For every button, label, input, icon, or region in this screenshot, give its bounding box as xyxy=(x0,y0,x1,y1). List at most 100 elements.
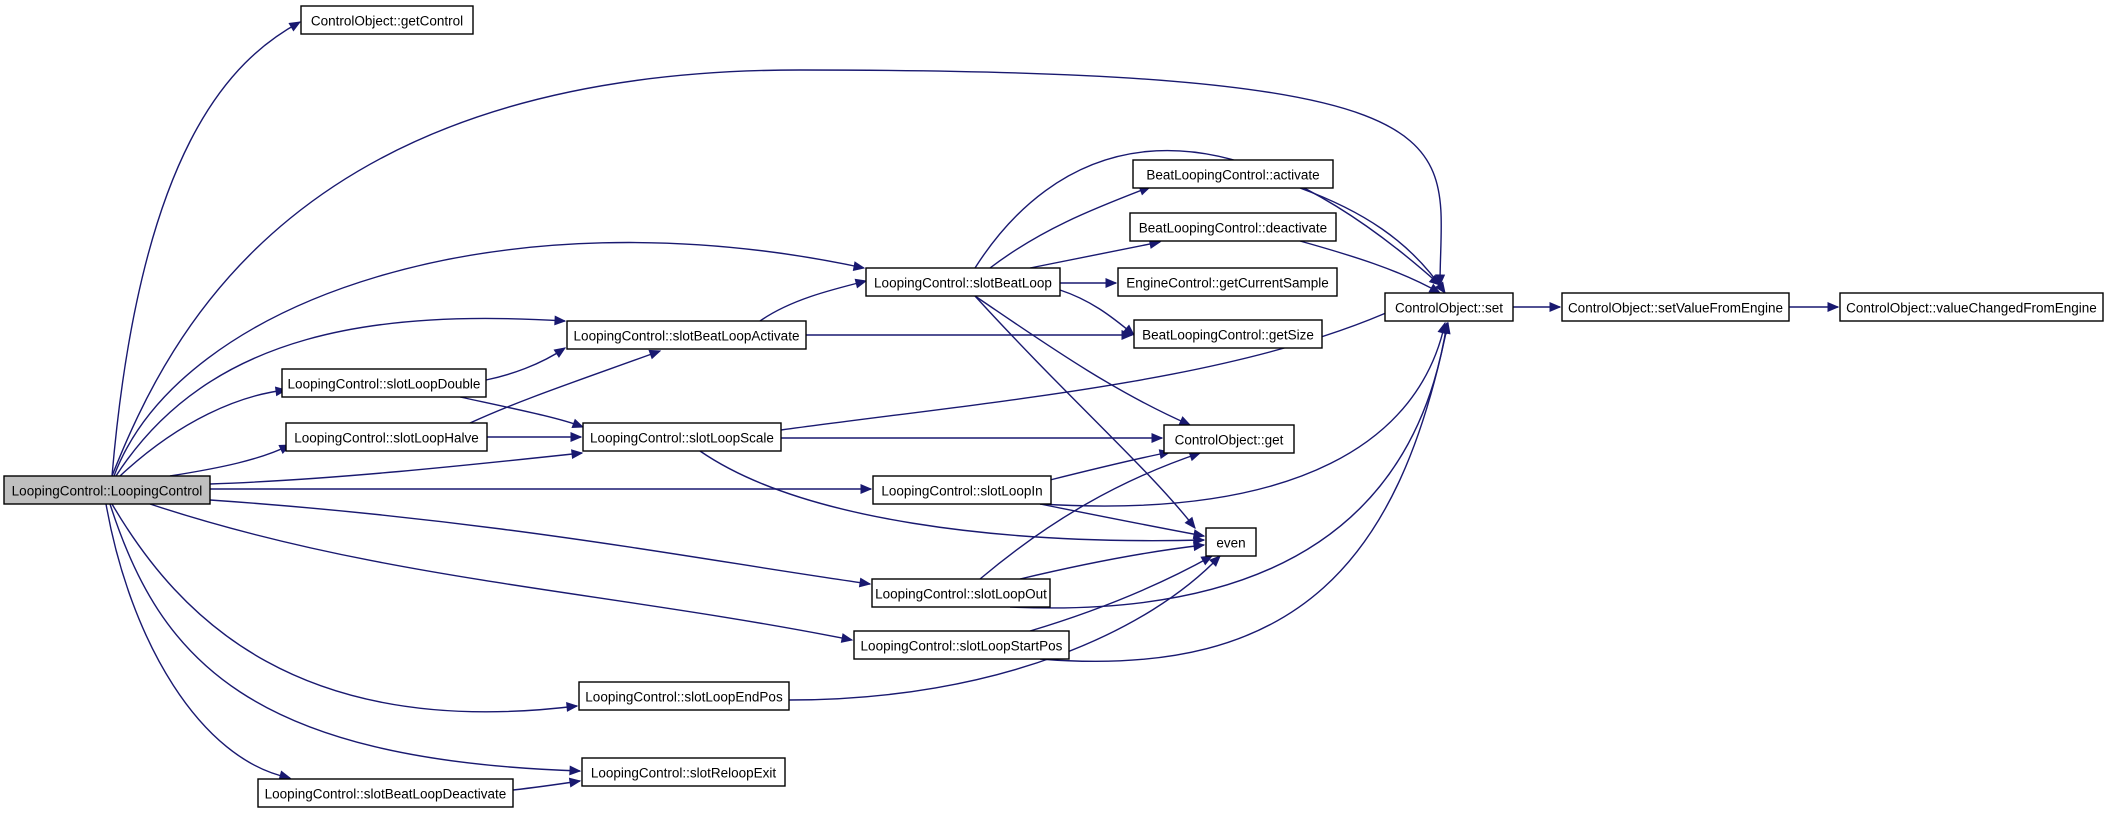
edge-slotLoopHalve-to-slotLoopScale xyxy=(487,432,583,442)
edge-root-to-slotLoopStartPos xyxy=(149,503,854,643)
edge-line xyxy=(1029,241,1161,269)
node-getCurrentSample[interactable]: EngineControl::getCurrentSample xyxy=(1117,267,1338,297)
edge-root-to-slotLoopOut xyxy=(209,499,872,588)
edge-line xyxy=(469,350,661,424)
node-label: LoopingControl::slotReloopExit xyxy=(591,766,777,781)
edge-line xyxy=(979,452,1201,580)
node-slotBeatLoopActivate[interactable]: LoopingControl::slotBeatLoopActivate xyxy=(566,320,807,350)
node-slotLoopIn[interactable]: LoopingControl::slotLoopIn xyxy=(872,475,1052,505)
node-label: LoopingControl::slotLoopOut xyxy=(875,587,1047,602)
node-box xyxy=(582,422,782,452)
node-slotLoopEndPos[interactable]: LoopingControl::slotLoopEndPos xyxy=(578,681,790,711)
edge-arrowhead xyxy=(570,432,583,442)
edge-slotBeatLoop-to-getCurrentSample xyxy=(1059,278,1118,288)
edge-line xyxy=(1039,322,1449,663)
edge-slotLoopOut-to-get xyxy=(979,451,1202,580)
edge-arrowhead xyxy=(1151,433,1164,443)
edge-line xyxy=(1299,187,1446,294)
node-slotLoopDouble[interactable]: LoopingControl::slotLoopDouble xyxy=(281,368,487,398)
node-setValueFromEngine[interactable]: ControlObject::setValueFromEngine xyxy=(1561,292,1790,322)
node-label: BeatLoopingControl::activate xyxy=(1146,168,1319,183)
edge-line xyxy=(1059,289,1135,336)
edge-line xyxy=(105,503,291,779)
node-label: LoopingControl::slotLoopHalve xyxy=(294,431,479,446)
node-deactivate[interactable]: BeatLoopingControl::deactivate xyxy=(1129,212,1337,242)
node-label: BeatLoopingControl::deactivate xyxy=(1139,221,1327,236)
node-slotLoopOut[interactable]: LoopingControl::slotLoopOut xyxy=(871,578,1051,608)
node-slotLoopStartPos[interactable]: LoopingControl::slotLoopStartPos xyxy=(853,630,1070,660)
edge-slotBeatLoopDeactivate-to-slotReloopExit xyxy=(512,777,582,791)
edge-arrowhead xyxy=(553,347,567,358)
node-label: ControlObject::getControl xyxy=(311,14,463,29)
node-box xyxy=(300,5,474,35)
edge-arrowhead xyxy=(840,633,854,643)
node-label: LoopingControl::slotBeatLoop xyxy=(874,276,1052,291)
node-label: LoopingControl::slotLoopScale xyxy=(590,431,774,446)
edge-line xyxy=(115,317,566,477)
edge-slotLoopScale-to-get xyxy=(780,433,1164,443)
edge-root-to-getControl xyxy=(111,21,302,477)
node-getControl[interactable]: ControlObject::getControl xyxy=(300,5,474,35)
node-label: LoopingControl::slotBeatLoopDeactivate xyxy=(265,787,507,802)
edge-root-to-set xyxy=(111,69,1446,477)
edge-line xyxy=(1039,322,1446,507)
node-label: ControlObject::set xyxy=(1395,301,1503,316)
node-label: LoopingControl::slotLoopIn xyxy=(881,484,1042,499)
edge-arrowhead xyxy=(288,21,302,32)
node-slotBeatLoopDeactivate[interactable]: LoopingControl::slotBeatLoopDeactivate xyxy=(257,778,514,808)
edge-root-to-slotLoopIn xyxy=(210,484,873,494)
node-slotLoopScale[interactable]: LoopingControl::slotLoopScale xyxy=(582,422,782,452)
edge-slotBeatLoopActivate-to-slotBeatLoop xyxy=(759,278,868,322)
node-box xyxy=(1163,424,1295,454)
edge-arrowhead xyxy=(1192,541,1206,552)
edge-line xyxy=(209,452,583,485)
edge-root-to-slotLoopDouble xyxy=(119,386,288,477)
edge-set-to-setValueFromEngine xyxy=(1512,302,1562,312)
edge-line xyxy=(699,450,1205,542)
node-slotReloopExit[interactable]: LoopingControl::slotReloopExit xyxy=(581,757,786,787)
edge-arrowhead xyxy=(1184,516,1196,530)
node-activate[interactable]: BeatLoopingControl::activate xyxy=(1132,159,1334,189)
edge-arrowhead xyxy=(852,261,866,271)
node-label: LoopingControl::slotLoopDouble xyxy=(288,377,481,392)
edge-root-to-slotBeatLoopDeactivate xyxy=(105,503,292,781)
edge-slotLoopStartPos-to-even xyxy=(1029,555,1214,632)
node-valueChangedFromEngine[interactable]: ControlObject::valueChangedFromEngine xyxy=(1839,292,2104,322)
node-box xyxy=(853,630,1070,660)
node-box xyxy=(1561,292,1790,322)
edge-arrowhead xyxy=(568,777,582,788)
node-even[interactable]: even xyxy=(1205,527,1257,557)
edge-arrowhead xyxy=(1549,302,1562,312)
node-box xyxy=(1133,319,1323,349)
edge-arrowhead xyxy=(569,765,582,776)
node-get[interactable]: ControlObject::get xyxy=(1163,424,1295,454)
edge-arrowhead xyxy=(571,449,584,460)
edge-slotBeatLoop-to-getSize xyxy=(1059,289,1135,336)
edge-slotLoopOut-to-even xyxy=(1019,541,1206,580)
edge-root-to-slotLoopScale xyxy=(209,449,584,485)
edge-setValueFromEngine-to-valueChangedFromEngine xyxy=(1788,302,1840,312)
edge-root-to-slotBeatLoopActivate xyxy=(115,315,567,477)
edge-line xyxy=(1019,544,1205,580)
node-label: ControlObject::valueChangedFromEngine xyxy=(1846,301,2097,316)
edge-slotLoopDouble-to-slotBeatLoopActivate xyxy=(485,347,567,381)
node-label: LoopingControl::slotBeatLoopActivate xyxy=(574,329,800,344)
node-set[interactable]: ControlObject::set xyxy=(1384,292,1514,322)
edge-arrowhead xyxy=(566,702,579,712)
node-slotBeatLoop[interactable]: LoopingControl::slotBeatLoop xyxy=(865,267,1061,297)
edge-line xyxy=(974,149,1441,286)
edge-arrowhead xyxy=(1435,274,1446,287)
node-root[interactable]: LoopingControl::LoopingControl xyxy=(3,475,211,505)
node-box xyxy=(257,778,514,808)
edge-slotBeatLoop-to-deactivate xyxy=(1029,239,1162,269)
edge-line xyxy=(111,503,578,713)
node-box xyxy=(1132,159,1334,189)
edge-activate-to-set xyxy=(1299,187,1446,295)
node-slotLoopHalve[interactable]: LoopingControl::slotLoopHalve xyxy=(285,422,488,452)
edge-line xyxy=(119,389,287,477)
edge-slotBeatLoopActivate-to-getSize xyxy=(806,330,1134,340)
node-getSize[interactable]: BeatLoopingControl::getSize xyxy=(1133,319,1323,349)
node-label: ControlObject::setValueFromEngine xyxy=(1568,301,1783,316)
edge-arrowhead xyxy=(1105,278,1118,288)
